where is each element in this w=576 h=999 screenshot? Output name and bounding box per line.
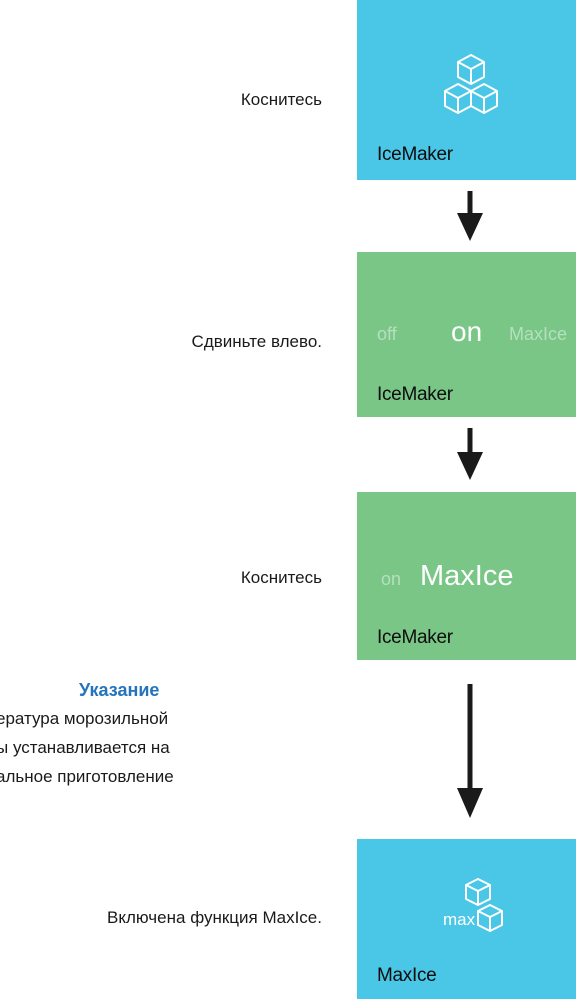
step1-instruction: Коснитесь: [240, 90, 322, 109]
option-off[interactable]: off: [377, 324, 397, 344]
maxice-panel[interactable]: max MaxIce: [357, 839, 576, 999]
panel-label: IceMaker: [377, 627, 453, 648]
icemaker-panel[interactable]: IceMaker: [357, 0, 576, 180]
option-maxice[interactable]: MaxIce: [420, 560, 514, 592]
icemaker-slider-panel[interactable]: off on MaxIce IceMaker: [357, 252, 576, 417]
hint-line: альное приготовление: [0, 767, 174, 786]
max-ice-cubes-icon: [465, 878, 503, 932]
arrow-down-icon: [457, 684, 483, 818]
option-on[interactable]: on: [381, 569, 402, 589]
panel-label: MaxIce: [377, 965, 437, 986]
max-icon-text: max: [443, 910, 476, 929]
option-on[interactable]: on: [451, 316, 483, 347]
hint-line: ы устанавливается на: [0, 738, 170, 757]
panel-label: IceMaker: [377, 384, 453, 405]
hint-line: ература морозильной: [0, 709, 169, 728]
hint-title: Указание: [79, 680, 160, 700]
arrow-down-icon: [457, 191, 483, 241]
icemaker-maxice-panel[interactable]: on MaxIce IceMaker: [357, 492, 576, 660]
ice-cubes-icon: [444, 54, 498, 114]
step2-instruction: Сдвиньте влево.: [191, 332, 322, 351]
step3-instruction: Коснитесь: [240, 568, 322, 587]
arrow-down-icon: [457, 428, 483, 480]
step4-instruction: Включена функция MaxIce.: [107, 908, 322, 927]
option-maxice[interactable]: MaxIce: [509, 324, 568, 344]
panel-label: IceMaker: [377, 144, 453, 165]
